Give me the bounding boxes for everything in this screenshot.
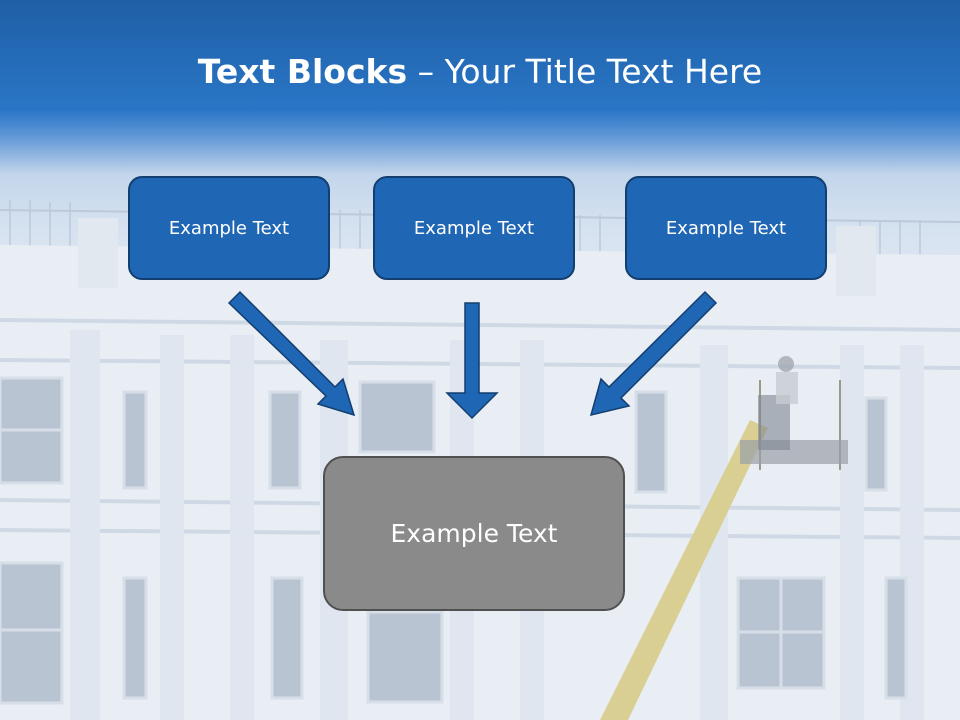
arrow-down-left-icon: [589, 290, 718, 417]
title-bold-part: Text Blocks: [197, 52, 408, 91]
text-block-right[interactable]: Example Text: [625, 176, 827, 280]
arrow-down-icon: [445, 302, 499, 420]
arrow-down-right-icon: [227, 290, 356, 417]
text-block-center-label: Example Text: [413, 217, 535, 239]
text-block-left[interactable]: Example Text: [128, 176, 330, 280]
target-text-block[interactable]: Example Text: [323, 456, 625, 611]
text-block-right-label: Example Text: [665, 217, 787, 239]
text-block-center[interactable]: Example Text: [373, 176, 575, 280]
text-block-left-label: Example Text: [168, 217, 290, 239]
title-rest-part: – Your Title Text Here: [407, 52, 763, 91]
target-text-block-label: Example Text: [390, 519, 558, 548]
slide-title: Text Blocks – Your Title Text Here: [0, 52, 960, 91]
